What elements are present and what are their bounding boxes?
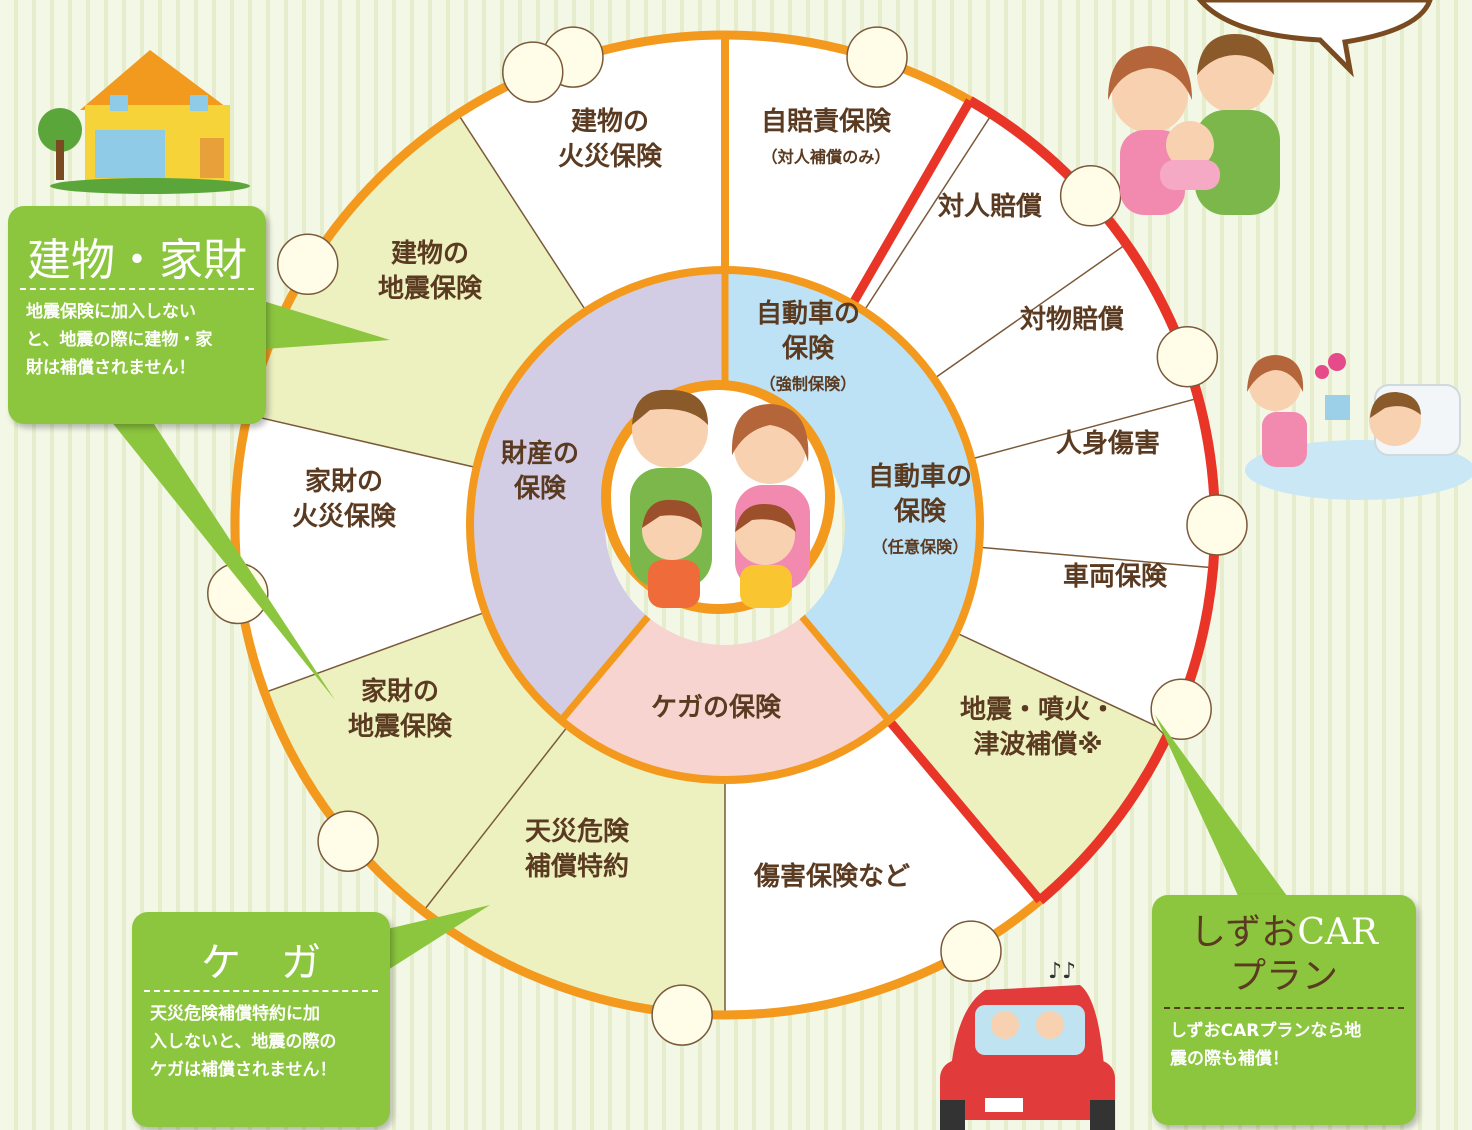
outer-sector-label: 建物の地震保険: [378, 239, 483, 304]
sector-divider: [247, 414, 477, 469]
outer-sector-label: 建物の火災保険: [558, 107, 663, 172]
rim-circle: [651, 984, 713, 1046]
divider: [20, 288, 254, 290]
property-callout-text: 地震保険に加入しない と、地震の際に建物・家 財は補償されません！: [26, 302, 213, 378]
inner-sector-label: 自動車の保険（任意保険）: [868, 461, 972, 557]
inner-divider: [558, 614, 651, 723]
car-plan-callout-title: しずおCAR プラン: [1152, 895, 1416, 999]
rim-circle: [317, 810, 379, 873]
car-plan-callout-text: しずおCARプランなら地 震の際も補償！: [1170, 1021, 1362, 1069]
car-plan-title-b: CAR: [1297, 912, 1378, 953]
rim-circle: [277, 233, 339, 296]
outer-sector-label: 対人賠償: [938, 192, 1042, 222]
inner-sector-label: 財産の保険: [501, 438, 579, 504]
rim-circle: [940, 920, 1002, 982]
outer-sector-label: 車両保険: [1063, 561, 1168, 592]
car-options-border: [848, 98, 974, 307]
outer-sector: [247, 114, 587, 468]
outer-sector-label: 家財の地震保険: [348, 676, 453, 742]
sector-divider: [971, 397, 1199, 460]
car-icon: ♪♪: [940, 959, 1115, 1130]
outer-sector-label: 傷害保険など: [753, 861, 910, 892]
inner-divider: [799, 614, 892, 723]
car-options-border: [885, 717, 1044, 904]
svg-text:♪♪: ♪♪: [1048, 959, 1076, 984]
outer-sector-label: 家財の火災保険: [292, 466, 397, 532]
sector-divider: [955, 632, 1170, 733]
rim-circle: [1186, 494, 1248, 556]
outer-sector: [933, 243, 1199, 460]
inner-sector: [470, 270, 725, 721]
car-plan-title-c: プラン: [1229, 956, 1338, 997]
inner-sector: [561, 616, 889, 780]
inner-sector-label: 自動車の保険（強制保険）: [756, 298, 860, 394]
rim-circle: [1156, 325, 1219, 388]
property-callout-title: 建物・家財: [27, 235, 247, 286]
inner-ring: [466, 266, 984, 784]
injury-callout: ケ ガ 天災危険補償特約に加 入しないと、地震の際の ケガは補償されません！: [132, 912, 390, 1127]
rim-circle: [1150, 678, 1212, 741]
outer-sector: [971, 398, 1215, 568]
rim-circle: [846, 26, 908, 88]
property-callout: 建物・家財 地震保険に加入しない と、地震の際に建物・家 財は補償されません！: [8, 206, 266, 424]
couple-baby-icon: [1108, 34, 1280, 215]
injury-callout-text: 天災危険補償特約に加 入しないと、地震の際の ケガは補償されません！: [150, 1004, 337, 1080]
car-plan-title-a: しずお: [1190, 912, 1298, 953]
sector-divider: [933, 243, 1127, 380]
outer-sector-label: 地震・噴火・津波補償※: [960, 695, 1116, 760]
outer-sector: [863, 114, 1127, 379]
outer-sector: [264, 612, 569, 912]
outer-sector-label: 人身傷害: [1056, 428, 1160, 459]
sector-divider: [457, 113, 587, 312]
outer-sector: [235, 414, 486, 693]
sector-divider: [978, 546, 1214, 569]
outer-sector: [725, 35, 992, 312]
outer-sector: [956, 547, 1214, 733]
speech-bubble-fragment: [1196, 0, 1433, 78]
outer-sector-label: 天災危険補償特約: [524, 816, 630, 882]
inner-sector: [725, 270, 980, 525]
outer-sector-label: 自賠責保険（対人補償のみ）: [761, 106, 892, 167]
outer-sector: [423, 725, 725, 1015]
outer-sector: [458, 35, 725, 312]
family-icon: [601, 380, 835, 614]
house-icon: [38, 50, 250, 194]
sector-divider: [422, 725, 569, 912]
divider: [1164, 1007, 1404, 1009]
hospital-icon: [1245, 353, 1472, 500]
inner-sector: [802, 525, 980, 721]
inner-sector-label: ケガの保険: [651, 692, 782, 723]
sector-divider: [264, 611, 486, 694]
rim-circle: [502, 41, 564, 103]
outer-sector-label: 対物賠償: [1020, 305, 1124, 335]
rim-circle: [1059, 165, 1122, 227]
divider: [144, 990, 378, 992]
injury-callout-title: ケ ガ: [201, 940, 321, 986]
car-plan-callout: しずおCAR プラン しずおCARプランなら地 震の際も補償！: [1152, 895, 1416, 1125]
sector-divider: [863, 113, 993, 312]
